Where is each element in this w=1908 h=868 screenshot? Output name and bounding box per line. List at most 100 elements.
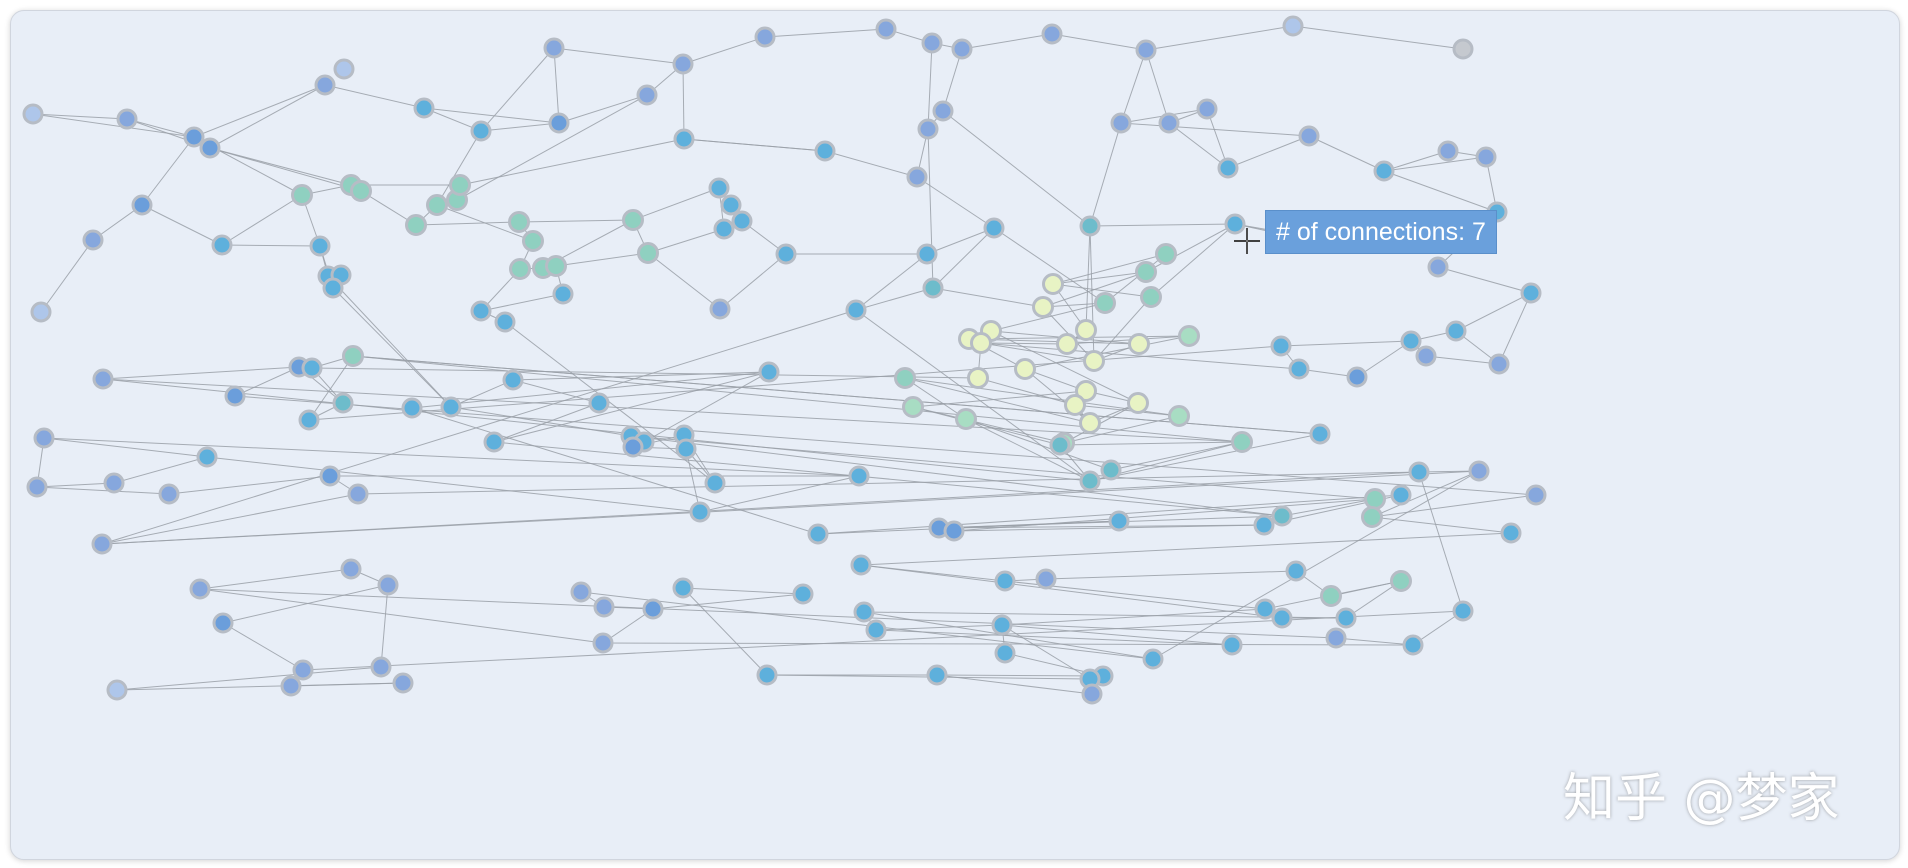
graph-node[interactable] (1346, 366, 1368, 388)
graph-node[interactable] (301, 357, 323, 379)
graph-node[interactable] (470, 300, 492, 322)
graph-node[interactable] (1142, 648, 1164, 670)
graph-node[interactable] (1468, 460, 1490, 482)
graph-node[interactable] (1373, 160, 1395, 182)
graph-node[interactable] (211, 234, 233, 256)
graph-node[interactable] (1361, 506, 1383, 528)
graph-node[interactable] (850, 554, 872, 576)
graph-node[interactable] (731, 210, 753, 232)
graph-node[interactable] (672, 577, 694, 599)
graph-node[interactable] (1064, 394, 1086, 416)
graph-node[interactable] (1390, 484, 1412, 506)
graph-node[interactable] (1271, 505, 1293, 527)
graph-node[interactable] (199, 137, 221, 159)
graph-node[interactable] (1079, 470, 1101, 492)
graph-node[interactable] (1217, 157, 1239, 179)
graph-node[interactable] (522, 230, 544, 252)
graph-node[interactable] (508, 211, 530, 233)
graph-node[interactable] (994, 642, 1016, 664)
graph-node[interactable] (298, 409, 320, 431)
graph-node[interactable] (754, 26, 776, 48)
graph-node[interactable] (921, 32, 943, 54)
graph-node[interactable] (922, 277, 944, 299)
graph-node[interactable] (1427, 256, 1449, 278)
graph-node[interactable] (319, 465, 341, 487)
network-graph[interactable] (11, 11, 1899, 859)
graph-node[interactable] (916, 243, 938, 265)
graph-node[interactable] (1390, 570, 1412, 592)
graph-node[interactable] (570, 581, 592, 603)
graph-node[interactable] (845, 299, 867, 321)
graph-node[interactable] (1178, 325, 1200, 347)
graph-node[interactable] (1155, 243, 1177, 265)
graph-node[interactable] (955, 408, 977, 430)
graph-node[interactable] (672, 53, 694, 75)
graph-node[interactable] (636, 84, 658, 106)
graph-node[interactable] (814, 140, 836, 162)
graph-node[interactable] (483, 431, 505, 453)
graph-node[interactable] (792, 583, 814, 605)
graph-node[interactable] (720, 194, 742, 216)
graph-node[interactable] (1035, 568, 1057, 590)
graph-node[interactable] (1437, 140, 1459, 162)
graph-node[interactable] (875, 18, 897, 40)
graph-node[interactable] (347, 483, 369, 505)
graph-node[interactable] (1079, 215, 1101, 237)
graph-node[interactable] (340, 558, 362, 580)
graph-node[interactable] (1056, 333, 1078, 355)
graph-node[interactable] (413, 97, 435, 119)
graph-node[interactable] (22, 103, 44, 125)
graph-node[interactable] (704, 472, 726, 494)
graph-node[interactable] (1158, 112, 1180, 134)
graph-node[interactable] (1221, 634, 1243, 656)
graph-node[interactable] (196, 446, 218, 468)
graph-node[interactable] (470, 120, 492, 142)
graph-node[interactable] (1168, 405, 1190, 427)
graph-node[interactable] (1049, 434, 1071, 456)
graph-node[interactable] (350, 180, 372, 202)
graph-node[interactable] (1400, 330, 1422, 352)
graph-node[interactable] (1032, 296, 1054, 318)
graph-node[interactable] (1075, 319, 1097, 341)
nodes-layer[interactable] (22, 15, 1547, 705)
graph-node[interactable] (280, 675, 302, 697)
graph-node[interactable] (1282, 15, 1304, 37)
graph-node[interactable] (1335, 607, 1357, 629)
graph-node[interactable] (1014, 358, 1036, 380)
graph-node[interactable] (1108, 510, 1130, 532)
graph-node[interactable] (758, 361, 780, 383)
graph-node[interactable] (1475, 146, 1497, 168)
graph-node[interactable] (906, 166, 928, 188)
graph-node[interactable] (82, 229, 104, 251)
graph-node[interactable] (509, 258, 531, 280)
graph-node[interactable] (314, 74, 336, 96)
graph-node[interactable] (848, 465, 870, 487)
graph-node[interactable] (1075, 380, 1097, 402)
graph-node[interactable] (1042, 273, 1064, 295)
graph-node[interactable] (116, 108, 138, 130)
graph-node[interactable] (1100, 459, 1122, 481)
graph-node[interactable] (189, 578, 211, 600)
graph-node[interactable] (92, 368, 114, 390)
graph-node[interactable] (1270, 335, 1292, 357)
graph-node[interactable] (709, 298, 731, 320)
graph-node[interactable] (622, 436, 644, 458)
graph-node[interactable] (1320, 585, 1342, 607)
graph-node[interactable] (713, 218, 735, 240)
graph-node[interactable] (405, 214, 427, 236)
graph-node[interactable] (377, 574, 399, 596)
graph-node[interactable] (970, 332, 992, 354)
graph-node[interactable] (1285, 560, 1307, 582)
graph-node[interactable] (756, 664, 778, 686)
graph-node[interactable] (1253, 514, 1275, 536)
graph-node[interactable] (1224, 213, 1246, 235)
graph-node[interactable] (637, 242, 659, 264)
graph-node[interactable] (1094, 292, 1116, 314)
graph-node[interactable] (642, 598, 664, 620)
graph-node[interactable] (983, 217, 1005, 239)
graph-node[interactable] (1415, 345, 1437, 367)
graph-node[interactable] (588, 392, 610, 414)
graph-node[interactable] (1127, 392, 1149, 414)
graph-node[interactable] (502, 369, 524, 391)
graph-node[interactable] (807, 523, 829, 545)
